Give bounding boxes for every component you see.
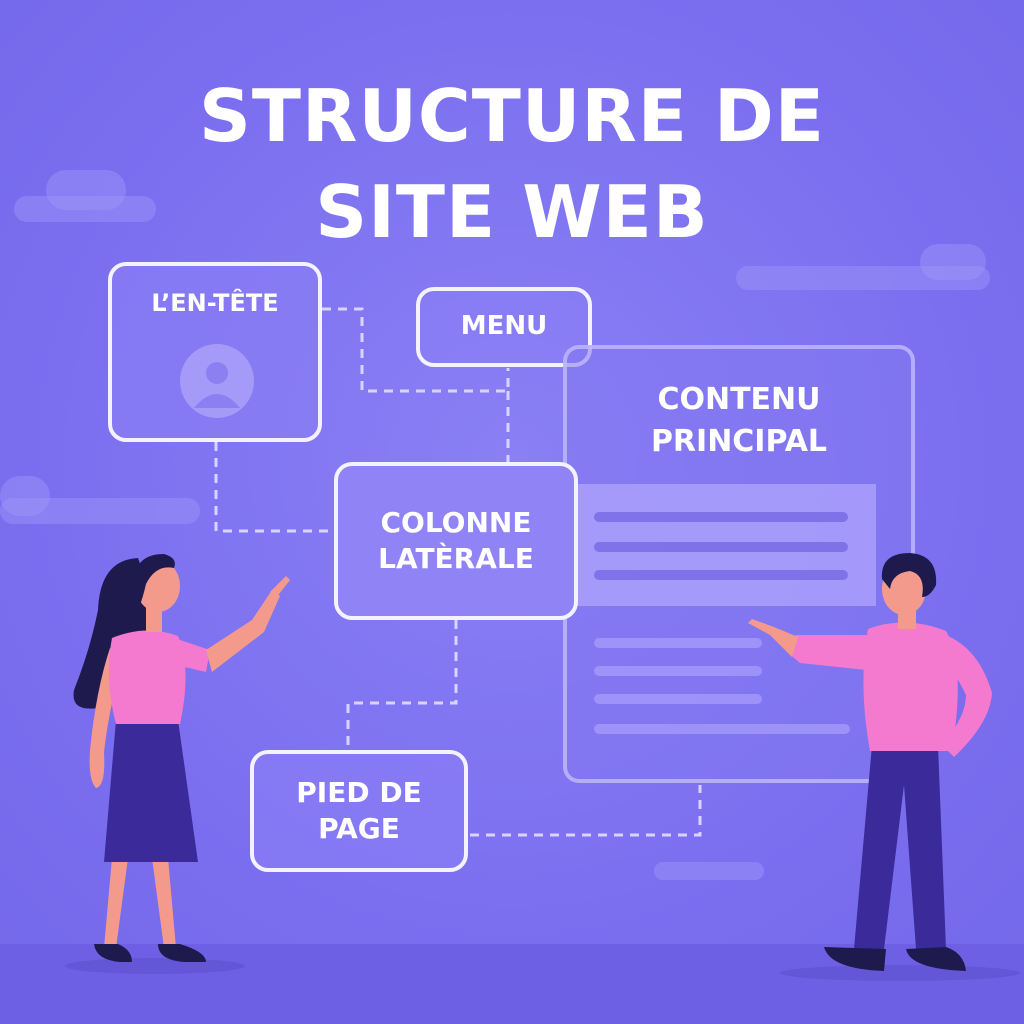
main-content-title-line-1: CONTENU bbox=[657, 382, 821, 417]
menu-box: MENU bbox=[416, 287, 592, 367]
header-box-label: L’EN-TÊTE bbox=[151, 289, 279, 317]
background-cloud bbox=[920, 244, 986, 280]
background-cloud bbox=[654, 862, 764, 880]
footer-box-label-line-1: PIED DE bbox=[296, 775, 422, 809]
page-title-line-2: SITE WEB bbox=[315, 170, 709, 254]
background-cloud bbox=[14, 196, 156, 222]
background-cloud bbox=[736, 266, 990, 290]
footer-box-label-line-2: PAGE bbox=[318, 812, 400, 845]
footer-box: PIED DE PAGE bbox=[250, 750, 468, 872]
background-cloud bbox=[46, 170, 126, 210]
text-line-placeholder bbox=[594, 570, 848, 580]
sidebar-box-label-line-1: COLONNE bbox=[380, 505, 532, 539]
menu-box-label: MENU bbox=[460, 311, 548, 342]
main-content-title-line-2: PRINCIPAL bbox=[650, 424, 828, 459]
sidebar-box: COLONNE LATÈRALE bbox=[334, 462, 578, 620]
text-line-placeholder bbox=[594, 542, 848, 552]
text-line-placeholder bbox=[594, 638, 762, 648]
connector-header-sidebar bbox=[214, 442, 336, 533]
user-avatar-icon bbox=[180, 344, 254, 418]
text-line-placeholder bbox=[594, 694, 762, 704]
text-line-placeholder bbox=[594, 512, 848, 522]
text-line-placeholder bbox=[594, 666, 762, 676]
connector-header-menu bbox=[322, 307, 510, 393]
text-line-placeholder bbox=[594, 724, 850, 734]
sidebar-box-label-line-2: LATÈRALE bbox=[378, 542, 534, 575]
man-character bbox=[748, 553, 1020, 981]
page-title-line-1: STRUCTURE DE bbox=[199, 74, 825, 158]
background-cloud bbox=[0, 498, 200, 524]
background-cloud bbox=[0, 476, 50, 516]
woman-character bbox=[65, 554, 290, 974]
connector-footer-content bbox=[470, 785, 702, 837]
connector-sidebar-footer bbox=[346, 620, 458, 750]
